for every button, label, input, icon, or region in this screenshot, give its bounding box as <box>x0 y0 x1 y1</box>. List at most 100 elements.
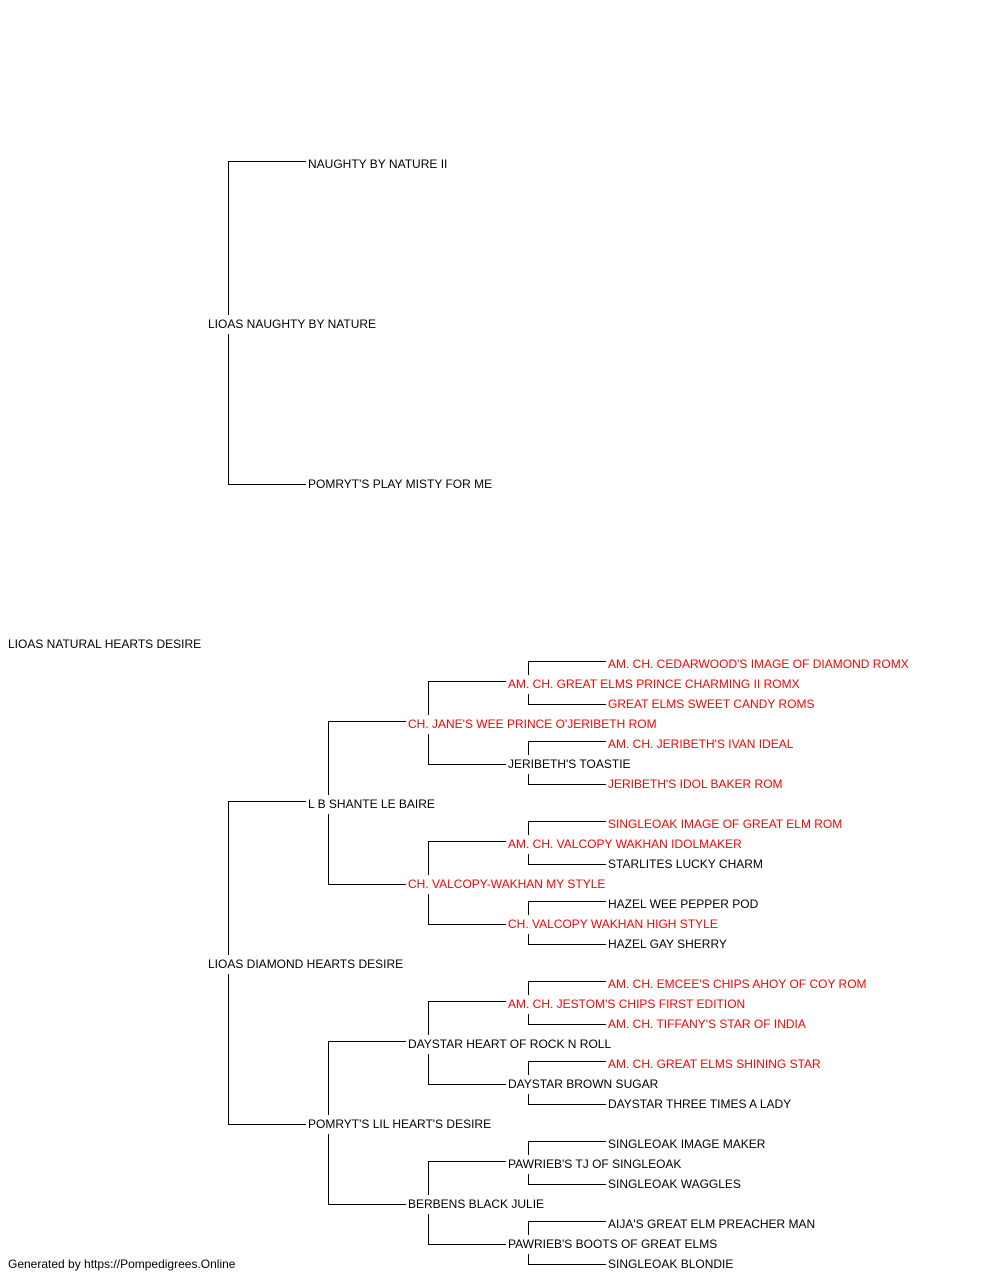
gen5-4-name: JERIBETH'S IDOL BAKER ROM <box>608 777 783 791</box>
connector-line <box>528 1264 606 1265</box>
connector-line <box>428 1001 429 1035</box>
connector-line <box>428 734 429 764</box>
dam-name: LIOAS DIAMOND HEARTS DESIRE <box>208 957 404 971</box>
connector-line <box>328 721 406 722</box>
connector-line <box>428 1054 429 1084</box>
connector-line <box>528 1061 606 1062</box>
connector-line <box>528 821 529 835</box>
sire-dam-name: POMRYT'S PLAY MISTY FOR ME <box>308 477 493 491</box>
connector-line <box>328 1204 406 1205</box>
connector-line <box>528 784 606 785</box>
connector-line <box>528 901 606 902</box>
gen5-10-name: AM. CH. TIFFANY'S STAR OF INDIA <box>608 1017 806 1031</box>
gen5-8-name: HAZEL GAY SHERRY <box>608 937 727 951</box>
connector-line <box>428 1161 506 1162</box>
connector-line <box>328 884 406 885</box>
connector-line <box>528 1221 529 1235</box>
gen5-3-name: AM. CH. JERIBETH'S IVAN IDEAL <box>608 737 794 751</box>
connector-line <box>228 484 306 485</box>
connector-line <box>228 801 306 802</box>
connector-line <box>328 1041 406 1042</box>
dam-dam-sire-name: DAYSTAR HEART OF ROCK N ROLL <box>408 1037 612 1051</box>
connector-line <box>528 661 529 675</box>
connector-line <box>228 161 229 315</box>
connector-line <box>528 1104 606 1105</box>
connector-line <box>428 894 429 924</box>
connector-line <box>528 774 529 784</box>
connector-line <box>528 1221 606 1222</box>
connector-line <box>528 901 529 915</box>
connector-line <box>528 741 529 755</box>
connector-line <box>528 1184 606 1185</box>
connector-line <box>328 1041 329 1115</box>
connector-line <box>428 841 429 875</box>
gen4-1-name: AM. CH. GREAT ELMS PRINCE CHARMING II RO… <box>508 677 800 691</box>
connector-line <box>528 981 529 995</box>
gen5-6-name: STARLITES LUCKY CHARM <box>608 857 763 871</box>
connector-line <box>428 764 506 765</box>
connector-line <box>228 161 306 162</box>
gen5-13-name: SINGLEOAK IMAGE MAKER <box>608 1137 766 1151</box>
connector-line <box>528 1174 529 1184</box>
dam-sire-dam-name: CH. VALCOPY-WAKHAN MY STYLE <box>408 877 606 891</box>
gen4-3-name: AM. CH. VALCOPY WAKHAN IDOLMAKER <box>508 837 742 851</box>
dam-dam-name: POMRYT'S LIL HEART'S DESIRE <box>308 1117 492 1131</box>
connector-line <box>528 1141 529 1155</box>
connector-line <box>528 661 606 662</box>
gen4-5-name: AM. CH. JESTOM'S CHIPS FIRST EDITION <box>508 997 746 1011</box>
gen5-11-name: AM. CH. GREAT ELMS SHINING STAR <box>608 1057 821 1071</box>
connector-line <box>528 821 606 822</box>
connector-line <box>428 924 506 925</box>
gen4-2-name: JERIBETH'S TOASTIE <box>508 757 631 771</box>
gen4-8-name: PAWRIEB'S BOOTS OF GREAT ELMS <box>508 1237 718 1251</box>
connector-line <box>428 841 506 842</box>
connector-line <box>528 1061 529 1075</box>
connector-line <box>228 334 229 484</box>
connector-line <box>428 1214 429 1244</box>
gen5-1-name: AM. CH. CEDARWOOD'S IMAGE OF DIAMOND ROM… <box>608 657 909 671</box>
connector-line <box>528 934 529 944</box>
connector-line <box>228 801 229 955</box>
connector-line <box>428 1084 506 1085</box>
connector-line <box>428 1161 429 1195</box>
connector-line <box>528 1254 529 1264</box>
gen5-5-name: SINGLEOAK IMAGE OF GREAT ELM ROM <box>608 817 843 831</box>
connector-line <box>428 681 506 682</box>
connector-line <box>528 864 606 865</box>
connector-line <box>328 1134 329 1204</box>
generated-by-footer: Generated by https://Pompedigrees.Online <box>8 1257 236 1271</box>
dam-sire-sire-name: CH. JANE'S WEE PRINCE O'JERIBETH ROM <box>408 717 657 731</box>
connector-line <box>528 1094 529 1104</box>
connector-line <box>528 1014 529 1024</box>
gen5-2-name: GREAT ELMS SWEET CANDY ROMS <box>608 697 815 711</box>
connector-line <box>528 694 529 704</box>
connector-line <box>528 854 529 864</box>
sire-sire-name: NAUGHTY BY NATURE II <box>308 157 448 171</box>
sire-name: LIOAS NAUGHTY BY NATURE <box>208 317 377 331</box>
gen5-7-name: HAZEL WEE PEPPER POD <box>608 897 759 911</box>
connector-line <box>528 981 606 982</box>
connector-line <box>528 1024 606 1025</box>
gen5-16-name: SINGLEOAK BLONDIE <box>608 1257 734 1271</box>
connector-line <box>528 1141 606 1142</box>
connector-line <box>428 681 429 715</box>
connector-line <box>228 1124 306 1125</box>
connector-line <box>328 721 329 795</box>
gen4-4-name: CH. VALCOPY WAKHAN HIGH STYLE <box>508 917 718 931</box>
connector-line <box>328 814 329 884</box>
dam-sire-name: L B SHANTE LE BAIRE <box>308 797 435 811</box>
gen4-6-name: DAYSTAR BROWN SUGAR <box>508 1077 659 1091</box>
connector-line <box>528 944 606 945</box>
gen5-9-name: AM. CH. EMCEE'S CHIPS AHOY OF COY ROM <box>608 977 867 991</box>
gen4-7-name: PAWRIEB'S TJ OF SINGLEOAK <box>508 1157 682 1171</box>
gen5-15-name: AIJA'S GREAT ELM PREACHER MAN <box>608 1217 816 1231</box>
connector-line <box>428 1244 506 1245</box>
connector-line <box>428 1001 506 1002</box>
gen5-14-name: SINGLEOAK WAGGLES <box>608 1177 741 1191</box>
connector-line <box>228 974 229 1124</box>
dam-dam-dam-name: BERBENS BLACK JULIE <box>408 1197 545 1211</box>
connector-line <box>528 741 606 742</box>
connector-line <box>528 704 606 705</box>
subject-name: LIOAS NATURAL HEARTS DESIRE <box>8 637 202 651</box>
gen5-12-name: DAYSTAR THREE TIMES A LADY <box>608 1097 792 1111</box>
